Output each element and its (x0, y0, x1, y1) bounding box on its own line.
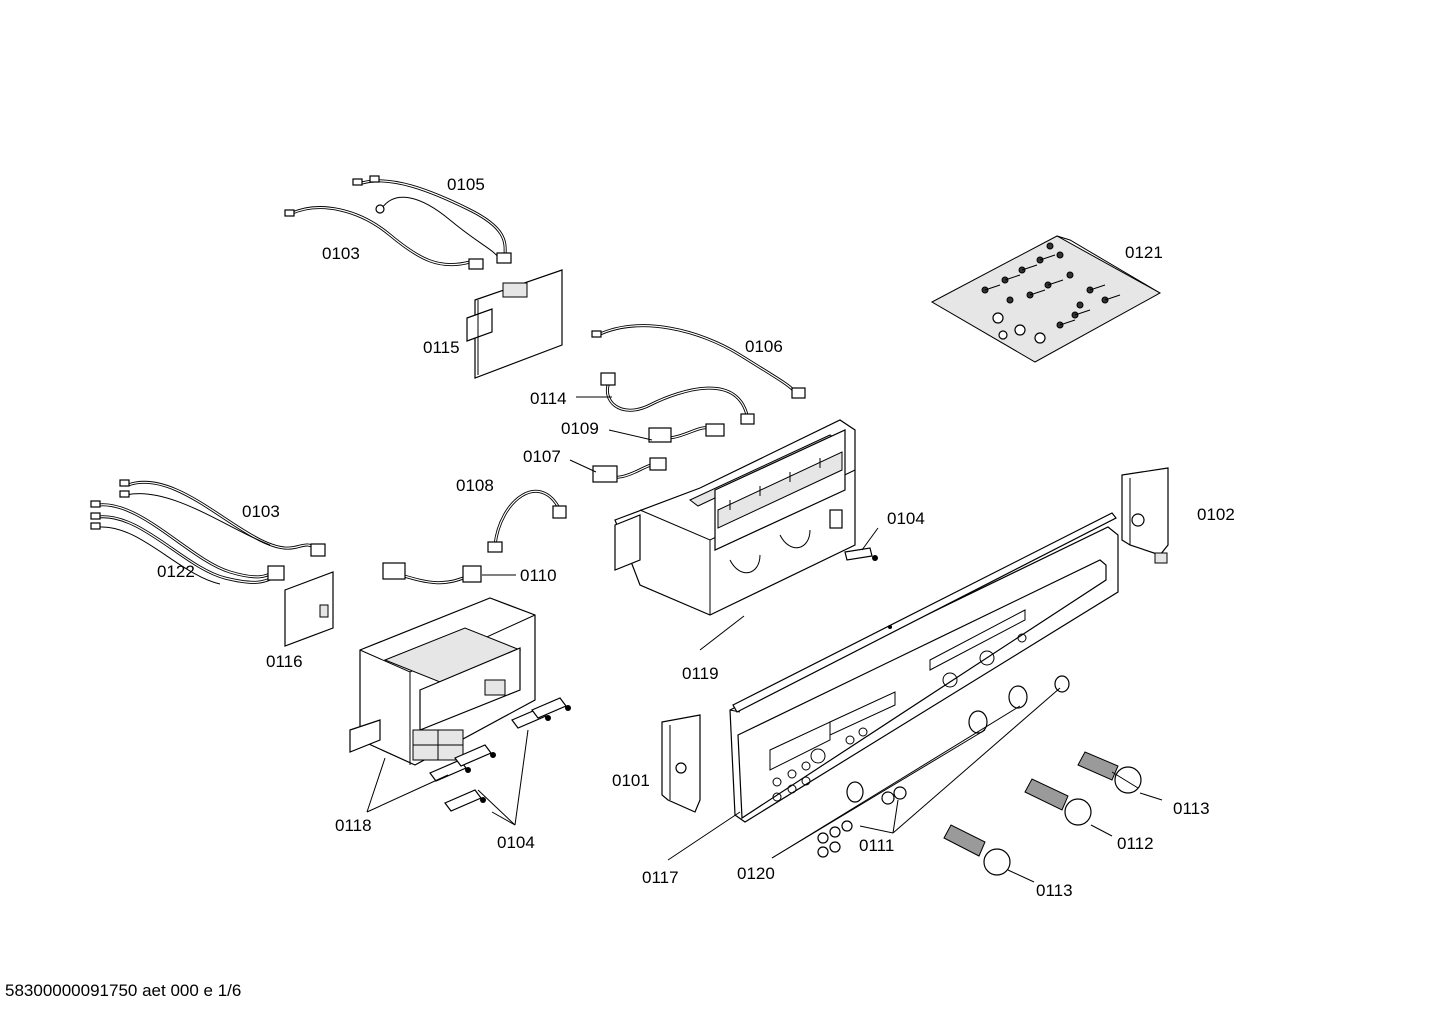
label-0111: 0111 (859, 836, 894, 855)
part-0113-shaft-top (1077, 751, 1142, 794)
part-0112-shaft (1024, 778, 1092, 826)
label-0103-left: 0103 (242, 502, 280, 521)
label-0120: 0120 (737, 864, 775, 883)
label-0117: 0117 (642, 868, 679, 887)
part-0113-shaft-bottom (943, 824, 1011, 876)
callout-labels: 0105 0103 0115 0121 0106 0114 0109 0107 … (157, 175, 1235, 900)
part-0119-relay-module (614, 419, 856, 616)
part-0120-knob-rings (846, 675, 1070, 803)
label-0119: 0119 (682, 664, 719, 683)
part-0114-wire (600, 372, 755, 425)
part-0106-wire (591, 324, 806, 399)
label-0104-left: 0104 (497, 833, 535, 852)
label-0102: 0102 (1197, 505, 1235, 524)
label-0115: 0115 (423, 338, 460, 357)
label-0122: 0122 (157, 562, 195, 581)
label-0116: 0116 (266, 652, 303, 671)
part-0117-control-panel (729, 512, 1119, 823)
label-0114: 0114 (530, 389, 567, 408)
label-0108: 0108 (456, 476, 494, 495)
document-footer-id: 58300000091750 aet 000 e 1/6 (5, 981, 242, 1000)
part-0108-wire (487, 489, 567, 553)
label-0101: 0101 (612, 771, 650, 790)
part-0109-ribbon-cable (648, 423, 725, 443)
part-0107-ribbon-cable (592, 457, 667, 483)
label-0113-bottom: 0113 (1036, 881, 1073, 900)
leader-lines (366, 396, 1163, 883)
label-0110: 0110 (520, 566, 557, 585)
label-0121: 0121 (1125, 243, 1163, 262)
label-0105: 0105 (447, 175, 485, 194)
part-0118-control-module (349, 597, 536, 766)
part-0104-connector-right (844, 547, 878, 561)
label-0118: 0118 (335, 816, 372, 835)
part-0101-bracket (661, 714, 701, 813)
part-0121-screw-bag (930, 235, 1162, 363)
part-0103-wire-left (119, 479, 326, 557)
label-0103-top: 0103 (322, 244, 360, 263)
label-0106: 0106 (745, 337, 783, 356)
part-0111-buttons (817, 786, 907, 858)
label-0112: 0112 (1117, 834, 1154, 853)
part-0115-circuit-board (466, 269, 563, 379)
part-0105-wire-harness (352, 175, 512, 264)
part-0104-connectors-left (429, 697, 571, 812)
part-0116-circuit-board (284, 571, 334, 647)
label-0107: 0107 (523, 447, 561, 466)
part-0122-wire-bundle (90, 500, 285, 585)
label-0104-right: 0104 (887, 509, 925, 528)
label-0109: 0109 (561, 419, 599, 438)
part-0110-ribbon-cable (382, 562, 482, 585)
label-0113-top: 0113 (1173, 799, 1210, 818)
part-0103-wire-top (284, 206, 484, 270)
part-0102-bracket (1121, 467, 1169, 564)
